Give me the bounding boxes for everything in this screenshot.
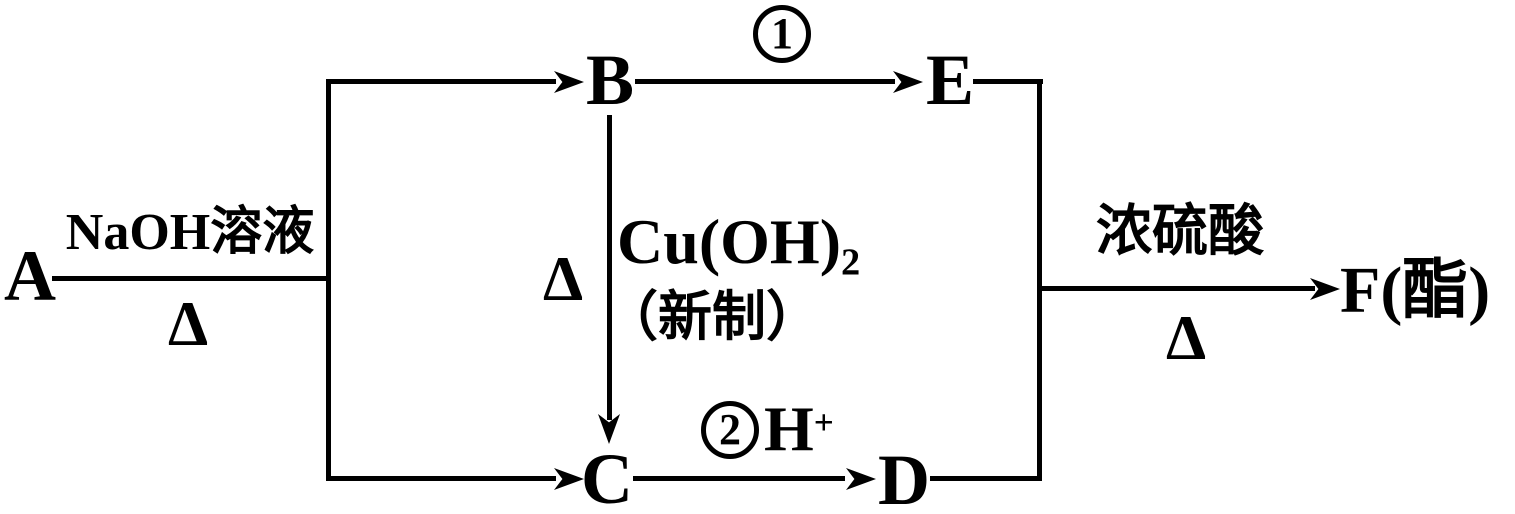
label-cu-oh2: Cu(OH)2	[617, 210, 860, 282]
label-delta-naoh: Δ	[167, 288, 209, 359]
step-1-badge: 1	[753, 5, 811, 63]
arrowhead-to-d	[846, 468, 876, 490]
label-h-plus: H+	[764, 397, 834, 461]
line-to-f	[1040, 286, 1315, 291]
label-naoh-solution: NaOH溶液	[65, 204, 315, 261]
step-2-number: 2	[719, 405, 741, 454]
label-freshly-made: （新制）	[604, 287, 820, 347]
step-1-number: 1	[771, 9, 793, 58]
arrowhead-to-b	[554, 71, 584, 93]
branch-vertical-line	[326, 79, 331, 481]
node-b: B	[585, 40, 635, 120]
line-branch-to-b	[326, 79, 556, 84]
label-cu-oh2-sub: 2	[841, 241, 861, 284]
line-c-to-d	[633, 476, 845, 481]
line-a-to-branch	[52, 276, 331, 281]
node-e: E	[925, 40, 975, 120]
node-f-ester: F(酯)	[1340, 254, 1491, 327]
step-2-badge: 2	[701, 401, 759, 459]
label-h-plus-sup: +	[813, 403, 834, 443]
collector-vertical-line	[1037, 79, 1042, 481]
node-c: C	[581, 439, 633, 514]
node-d: D	[878, 440, 930, 514]
label-concentrated-sulfuric-acid: 浓硫酸	[1096, 201, 1264, 263]
label-delta-ester: Δ	[1165, 302, 1207, 373]
label-delta-cu: Δ	[542, 243, 584, 314]
line-branch-to-c	[326, 476, 556, 481]
line-e-to-collector	[973, 79, 1043, 84]
arrowhead-to-c	[554, 468, 584, 490]
node-a: A	[4, 236, 56, 316]
label-cu-oh2-main: Cu(OH)	[617, 206, 841, 278]
line-d-to-collector	[930, 476, 1042, 481]
line-b-to-e	[635, 79, 895, 84]
label-h-plus-main: H	[764, 393, 814, 464]
line-b-to-c	[607, 115, 612, 420]
arrowhead-to-e	[893, 71, 923, 93]
